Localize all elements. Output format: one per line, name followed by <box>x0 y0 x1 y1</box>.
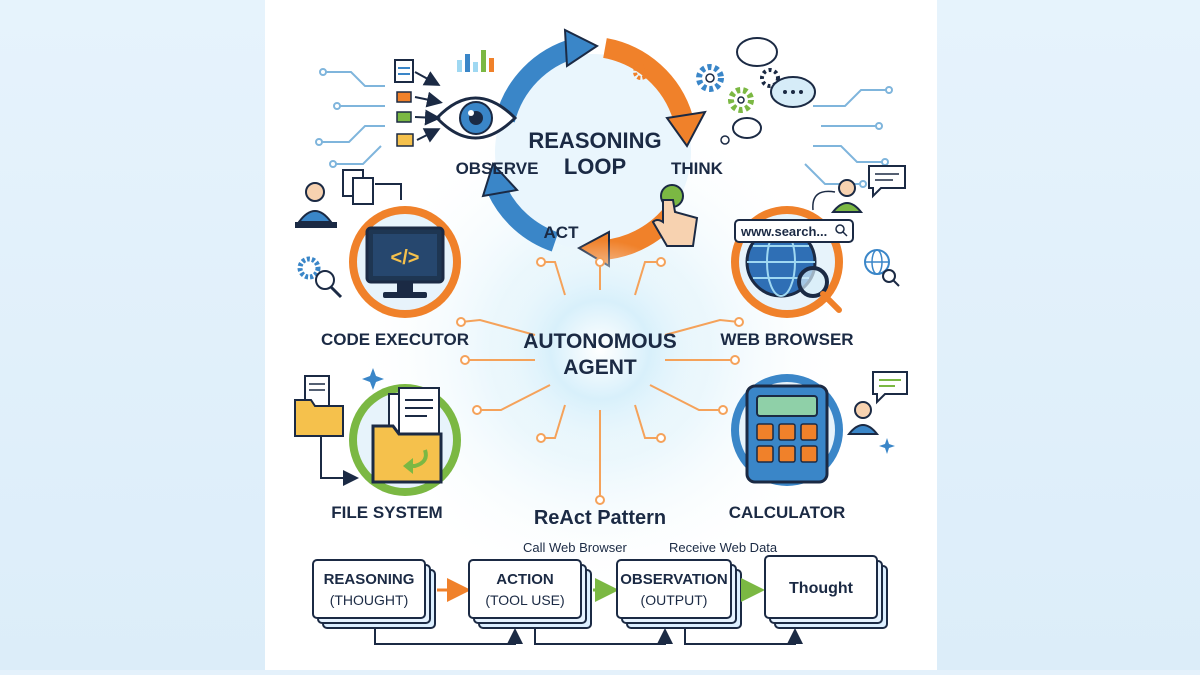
loop-arrowhead-blue-bottom <box>481 162 519 198</box>
circuit-lines-right <box>804 86 893 188</box>
infographic-canvas: REASONING LOOP OBSERVE THINK ACT <box>265 0 937 670</box>
loop-arrow-blue-bottom <box>487 185 559 252</box>
circuit-lines-left <box>315 68 385 168</box>
chat-bubble-icon <box>868 165 906 199</box>
step3-line2: (OUTPUT) <box>641 592 708 608</box>
file-system-tool: FILE SYSTEM <box>331 384 461 522</box>
loop-arrowhead-orange-right <box>665 110 707 148</box>
tool-label-file-system: FILE SYSTEM <box>331 503 442 522</box>
agent-label-line1: AUTONOMOUS <box>523 330 677 353</box>
gear-icon <box>633 64 780 113</box>
loop-label-think: THINK <box>671 159 724 178</box>
magnifier-icon <box>297 256 343 299</box>
step1-line2: (THOUGHT) <box>330 592 409 608</box>
agent-label-line2: AGENT <box>563 356 637 379</box>
globe-icon <box>864 249 900 287</box>
right-background-panel <box>935 0 1200 670</box>
bar-chart-icon <box>457 50 494 72</box>
react-pattern: ReAct Pattern Call Web Browser Receive W… <box>312 507 888 645</box>
agent-connector-nodes <box>456 257 744 505</box>
calculator-tool: CALCULATOR <box>729 374 845 522</box>
monitor-icon: </> <box>365 226 445 298</box>
autonomous-agent-hub: AUTONOMOUS AGENT <box>362 240 895 505</box>
search-icon <box>835 224 845 234</box>
search-bar: www.search... <box>734 219 854 243</box>
loop-arrow-orange-right <box>602 38 693 122</box>
code-glyph: </> <box>391 247 420 269</box>
folder-icon <box>294 375 359 486</box>
step3-line1: OBSERVATION <box>620 571 728 588</box>
person-icon <box>295 169 402 228</box>
pattern-step-observation: OBSERVATION (OUTPUT) <box>616 559 742 629</box>
step1-line1: REASONING <box>324 571 415 588</box>
agent-connectors <box>460 261 740 500</box>
loop-title-line1: REASONING <box>528 128 661 153</box>
calculator-icon <box>745 384 829 484</box>
pattern-title: ReAct Pattern <box>534 507 666 529</box>
pattern-step-reasoning: REASONING (THOUGHT) <box>312 559 436 629</box>
pattern-label-call: Call Web Browser <box>523 540 627 555</box>
loop-arrow-blue-top <box>495 38 578 123</box>
left-background-panel <box>0 0 265 670</box>
hand-click-icon <box>651 184 699 247</box>
loop-arrowhead-blue-top <box>563 28 599 68</box>
document-icon <box>394 59 443 147</box>
magnifier-icon <box>797 266 842 313</box>
tool-label-calculator: CALCULATOR <box>729 503 845 522</box>
pattern-label-receive: Receive Web Data <box>669 540 778 555</box>
step2-line2: (TOOL USE) <box>485 592 564 608</box>
step4-label: Thought <box>789 580 854 597</box>
pattern-step-thought: Thought <box>764 555 888 629</box>
pattern-step-action: ACTION (TOOL USE) <box>468 559 592 629</box>
react-agent-diagram: REASONING LOOP OBSERVE THINK ACT <box>294 28 908 645</box>
tool-label-code-executor: CODE EXECUTOR <box>321 330 469 349</box>
search-bar-text: www.search... <box>740 224 827 239</box>
pattern-feedback-3 <box>684 628 803 645</box>
loop-center-glow <box>495 54 691 250</box>
folder-icon <box>371 424 443 484</box>
code-executor-tool: </> CODE EXECUTOR <box>321 206 469 349</box>
agent-glow <box>490 240 710 460</box>
pattern-feedback-1 <box>374 628 523 645</box>
cloud-bubble-icon <box>720 37 816 145</box>
step2-line1: ACTION <box>496 571 554 588</box>
chat-bubble-icon <box>872 371 908 405</box>
eye-icon <box>434 96 518 140</box>
tool-label-web-browser: WEB BROWSER <box>720 330 853 349</box>
loop-title-line2: LOOP <box>564 154 626 179</box>
web-browser-tool: www.search... WEB BROWSER <box>720 206 854 349</box>
person-icon <box>846 401 880 435</box>
loop-label-act: ACT <box>544 223 580 242</box>
loop-label-observe: OBSERVE <box>456 159 539 178</box>
pattern-feedback-2 <box>534 628 673 645</box>
person-icon <box>812 179 864 213</box>
